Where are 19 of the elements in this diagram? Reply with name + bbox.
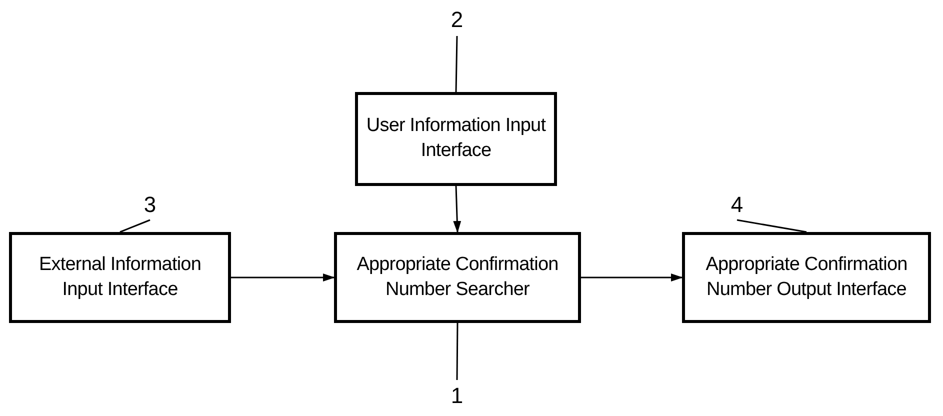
process-box [682, 232, 931, 323]
box-label: Appropriate Confirmation Number Output Interface [704, 252, 908, 302]
callout-number: 2 [446, 4, 468, 36]
process-box [9, 232, 231, 323]
callout-number: 1 [446, 380, 468, 412]
leader-line [120, 219, 150, 233]
box-label: Appropriate Confirmation Number Searcher [356, 252, 560, 302]
callout-number: 4 [726, 190, 748, 220]
arrow [581, 274, 683, 282]
leader-line [736, 219, 807, 233]
callout-number: 3 [139, 190, 161, 220]
leader-line [456, 323, 458, 380]
leader-line [455, 36, 458, 92]
arrow [231, 274, 335, 282]
box-label: User Information Input Interface [365, 114, 547, 163]
arrow [453, 186, 462, 233]
box-label: External Information Input Interface [38, 252, 202, 302]
process-box [355, 92, 557, 186]
process-box [334, 232, 581, 323]
